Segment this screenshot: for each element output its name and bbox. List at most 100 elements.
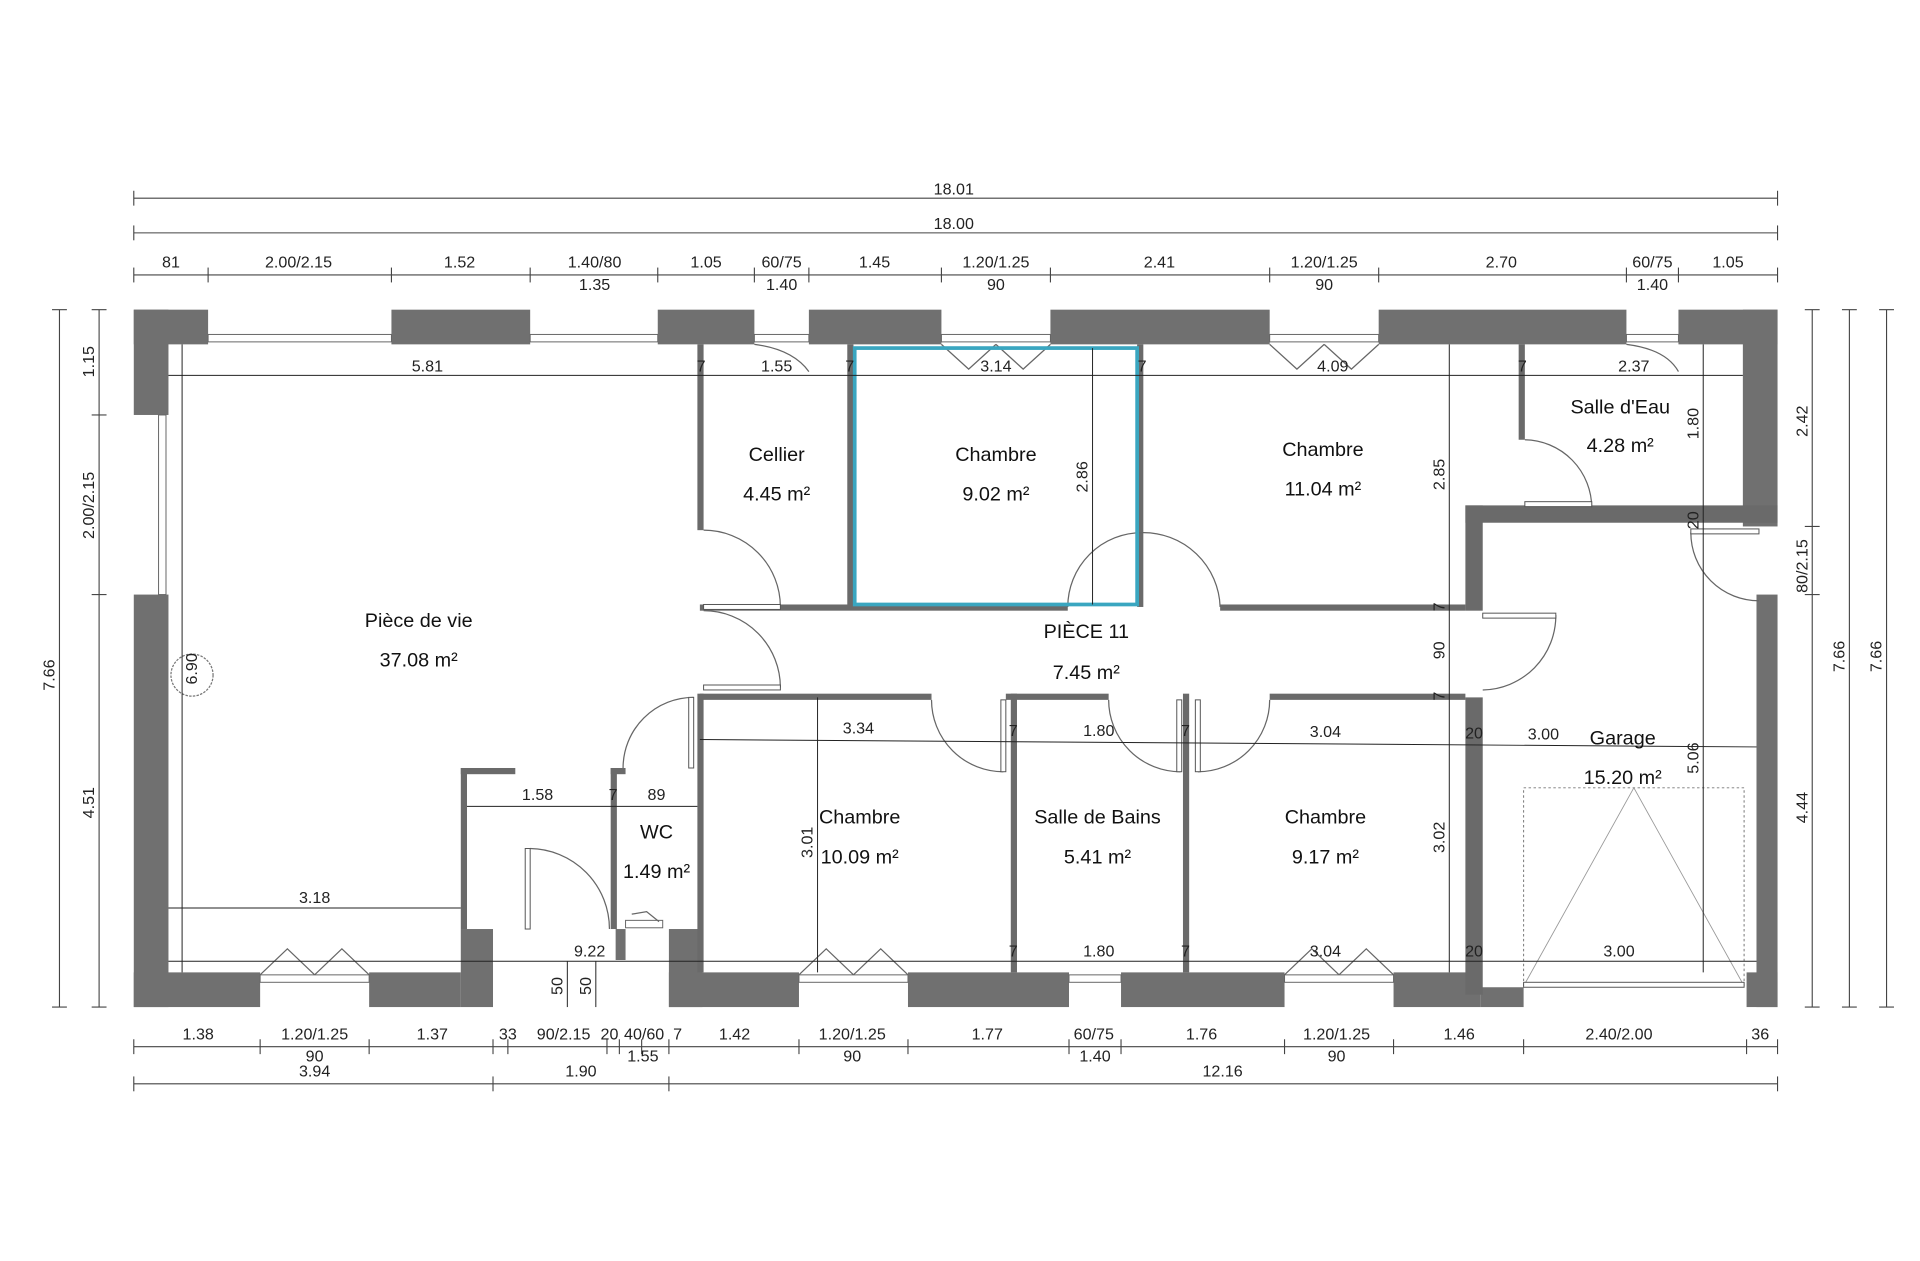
room-chambre-4[interactable]: Chambre 9.17 m² bbox=[1285, 807, 1366, 869]
dim: 1.20/1.25 bbox=[1291, 254, 1358, 272]
dim: 3.14 bbox=[980, 358, 1011, 376]
dim: 33 bbox=[499, 1025, 517, 1043]
dim: 1.80 bbox=[1684, 408, 1702, 439]
dim: 60/75 bbox=[1632, 254, 1672, 272]
dim: 1.40 bbox=[1079, 1048, 1110, 1066]
room-name: Garage bbox=[1590, 727, 1656, 749]
dim: 7 bbox=[1430, 602, 1448, 611]
dim: 3.94 bbox=[299, 1062, 330, 1080]
dim: 90 bbox=[1328, 1048, 1346, 1066]
dim: 7 bbox=[1181, 942, 1190, 960]
dim: 3.00 bbox=[1603, 942, 1634, 960]
windows bbox=[158, 333, 1679, 983]
dim: 4.51 bbox=[80, 787, 98, 818]
room-area: 1.49 m² bbox=[623, 861, 691, 883]
room-name: WC bbox=[640, 822, 673, 844]
dim: 80/2.15 bbox=[1793, 539, 1811, 593]
interior-walls bbox=[460, 344, 1778, 995]
dim: 1.15 bbox=[80, 346, 98, 377]
exterior-walls bbox=[133, 309, 1778, 1008]
dim: 1.40 bbox=[766, 276, 797, 294]
dim: 1.76 bbox=[1186, 1025, 1217, 1043]
room-name: Cellier bbox=[749, 444, 806, 466]
dim: 89 bbox=[648, 786, 666, 804]
dim: 12.16 bbox=[1202, 1062, 1242, 1080]
dim: 20 bbox=[600, 1025, 618, 1043]
dim: 1.35 bbox=[579, 276, 610, 294]
dim: 7 bbox=[1138, 358, 1147, 376]
dim: 2.37 bbox=[1618, 358, 1649, 376]
dim: 2.41 bbox=[1144, 254, 1175, 272]
dim: 1.20/1.25 bbox=[819, 1025, 886, 1043]
dim: 7.66 bbox=[41, 659, 59, 690]
dim: 40/60 bbox=[624, 1025, 664, 1043]
dim: 3.34 bbox=[843, 719, 874, 737]
dim: 7.66 bbox=[1830, 641, 1848, 672]
dim: 2.00/2.15 bbox=[265, 254, 332, 272]
dim: 7 bbox=[1009, 722, 1018, 740]
dim: 7 bbox=[1518, 358, 1527, 376]
room-area: 7.45 m² bbox=[1053, 662, 1121, 684]
dim: 1.77 bbox=[972, 1025, 1003, 1043]
dim: 7.66 bbox=[1868, 641, 1886, 672]
dim: 60/75 bbox=[1074, 1025, 1114, 1043]
dim: 4.09 bbox=[1317, 358, 1348, 376]
room-name: PIÈCE 11 bbox=[1044, 620, 1129, 643]
room-area: 9.02 m² bbox=[962, 483, 1030, 505]
room-name: Chambre bbox=[1285, 807, 1366, 829]
dim: 3.02 bbox=[1430, 822, 1448, 853]
dim: 60/75 bbox=[761, 254, 801, 272]
room-area: 11.04 m² bbox=[1285, 478, 1362, 500]
room-name: Chambre bbox=[1282, 439, 1363, 461]
dim: 2.86 bbox=[1074, 461, 1092, 492]
room-name: Pièce de vie bbox=[365, 610, 473, 632]
dim: 50 bbox=[548, 977, 566, 995]
dim: 1.20/1.25 bbox=[281, 1025, 348, 1043]
dim: 7 bbox=[1009, 942, 1018, 960]
room-wc[interactable]: WC 1.49 m² bbox=[623, 822, 691, 884]
dim: 2.70 bbox=[1486, 254, 1517, 272]
room-piece-11[interactable]: PIÈCE 11 7.45 m² bbox=[1044, 620, 1129, 684]
dim: 5.06 bbox=[1684, 742, 1702, 773]
north-marker-icon bbox=[170, 653, 214, 697]
dim: 7 bbox=[697, 358, 706, 376]
room-area: 9.17 m² bbox=[1292, 846, 1360, 868]
dim: 1.20/1.25 bbox=[962, 254, 1029, 272]
dim: 3.04 bbox=[1310, 942, 1341, 960]
dim: 90 bbox=[1430, 641, 1448, 659]
dim: 3.18 bbox=[299, 889, 330, 907]
room-area: 4.45 m² bbox=[743, 483, 811, 505]
top-dimension-row: 81 2.00/2.15 1.52 1.40/80 1.05 60/75 1.4… bbox=[133, 254, 1779, 294]
dim: 20 bbox=[1465, 724, 1483, 742]
left-dimensions: 7.66 1.15 2.00/2.15 4.51 bbox=[41, 309, 107, 1008]
dim: 3.00 bbox=[1528, 726, 1559, 744]
dim: 1.40/80 bbox=[568, 254, 622, 272]
dim: 6.90 bbox=[183, 653, 201, 684]
dim: 1.05 bbox=[690, 254, 721, 272]
dim: 7 bbox=[1181, 722, 1190, 740]
dim: 20 bbox=[1465, 942, 1483, 960]
dim: 1.40 bbox=[1637, 276, 1668, 294]
dim: 3.04 bbox=[1310, 723, 1341, 741]
dim: 1.58 bbox=[522, 786, 553, 804]
room-name: Chambre bbox=[819, 807, 900, 829]
right-dimensions: 2.42 80/2.15 4.44 7.66 7.66 bbox=[1793, 309, 1894, 1008]
dim: 1.20/1.25 bbox=[1303, 1025, 1370, 1043]
selected-room-outline[interactable] bbox=[852, 346, 1139, 607]
dim-total-18-01: 18.01 bbox=[934, 180, 974, 198]
dim: 1.45 bbox=[859, 254, 890, 272]
dim: 90 bbox=[306, 1048, 324, 1066]
dim: 20 bbox=[1684, 511, 1702, 529]
dim: 1.05 bbox=[1712, 254, 1743, 272]
room-chambre-2[interactable]: Chambre 11.04 m² bbox=[1282, 439, 1363, 501]
dim: 1.80 bbox=[1083, 722, 1114, 740]
room-area: 4.28 m² bbox=[1587, 435, 1655, 457]
room-cellier[interactable]: Cellier 4.45 m² bbox=[743, 444, 811, 506]
